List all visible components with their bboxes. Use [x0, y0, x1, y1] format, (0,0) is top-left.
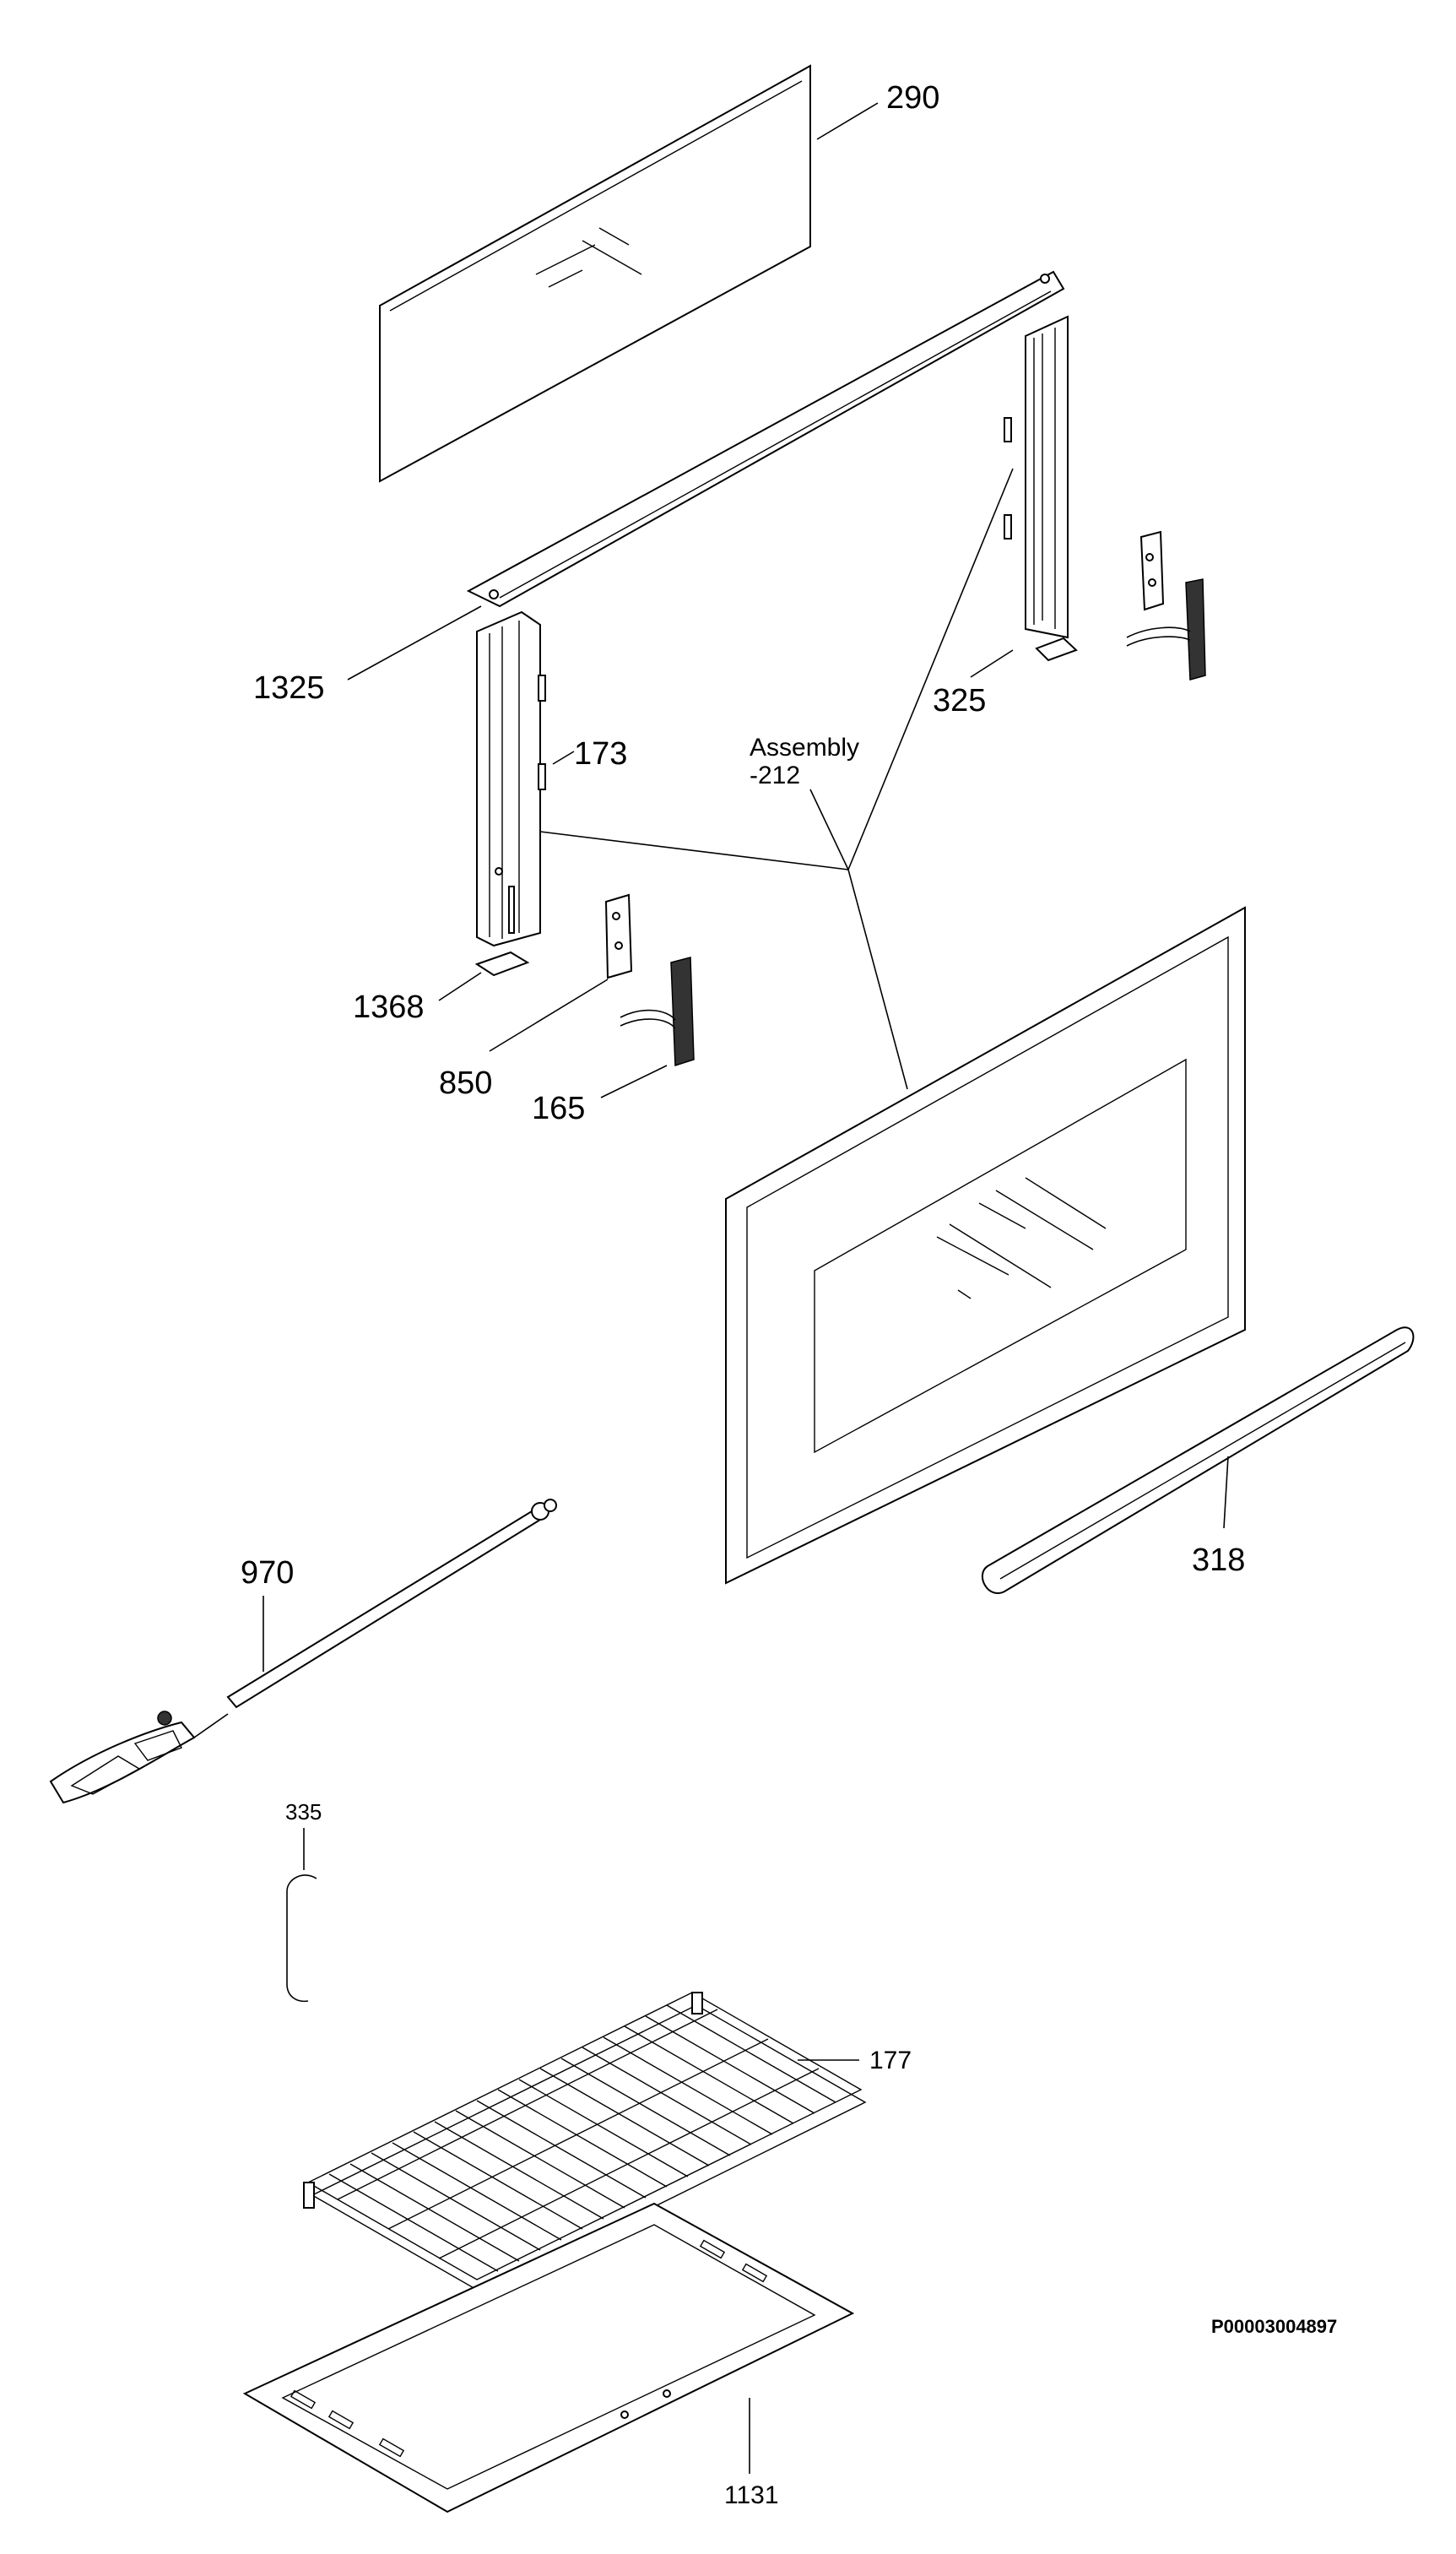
right-hinge-set	[1126, 530, 1206, 681]
part-970-spit-rod	[226, 1499, 557, 1709]
part-850-hinge-bracket	[604, 893, 633, 979]
part-1325-top-strip	[466, 270, 1065, 608]
label-assembly-number: -212	[750, 762, 800, 789]
part-335-wire-rod	[286, 1874, 317, 2003]
door-outer-panel	[725, 906, 1246, 1585]
spit-fork	[49, 1711, 229, 1804]
label-325: 325	[933, 683, 986, 718]
part-165-hinge	[620, 957, 695, 1067]
label-177: 177	[869, 2047, 912, 2074]
part-1368-small-plate	[474, 951, 530, 977]
drawing-code: P00003004897	[1211, 2316, 1337, 2337]
part-1131-tray-frame	[242, 2202, 855, 2513]
label-290: 290	[886, 80, 939, 116]
label-970: 970	[241, 1555, 294, 1591]
label-assembly: Assembly	[750, 734, 859, 762]
part-290-glass-panel	[379, 64, 811, 483]
label-1368: 1368	[353, 990, 425, 1025]
part-325-right-profile	[1004, 315, 1078, 662]
part-318-handle	[982, 1326, 1415, 1594]
label-165: 165	[532, 1091, 585, 1126]
label-850: 850	[439, 1066, 492, 1101]
left-vertical-profile	[476, 610, 546, 947]
label-318: 318	[1192, 1543, 1245, 1578]
label-173: 173	[574, 736, 627, 772]
leader-lines	[263, 102, 1229, 2474]
label-1325: 1325	[253, 670, 325, 706]
label-335: 335	[285, 1799, 322, 1825]
part-labels: 290 1325 325 173 Assembly -212 1368 850 …	[241, 80, 1337, 2509]
part-177-wire-shelf	[303, 1992, 867, 2293]
label-1131: 1131	[724, 2481, 779, 2509]
